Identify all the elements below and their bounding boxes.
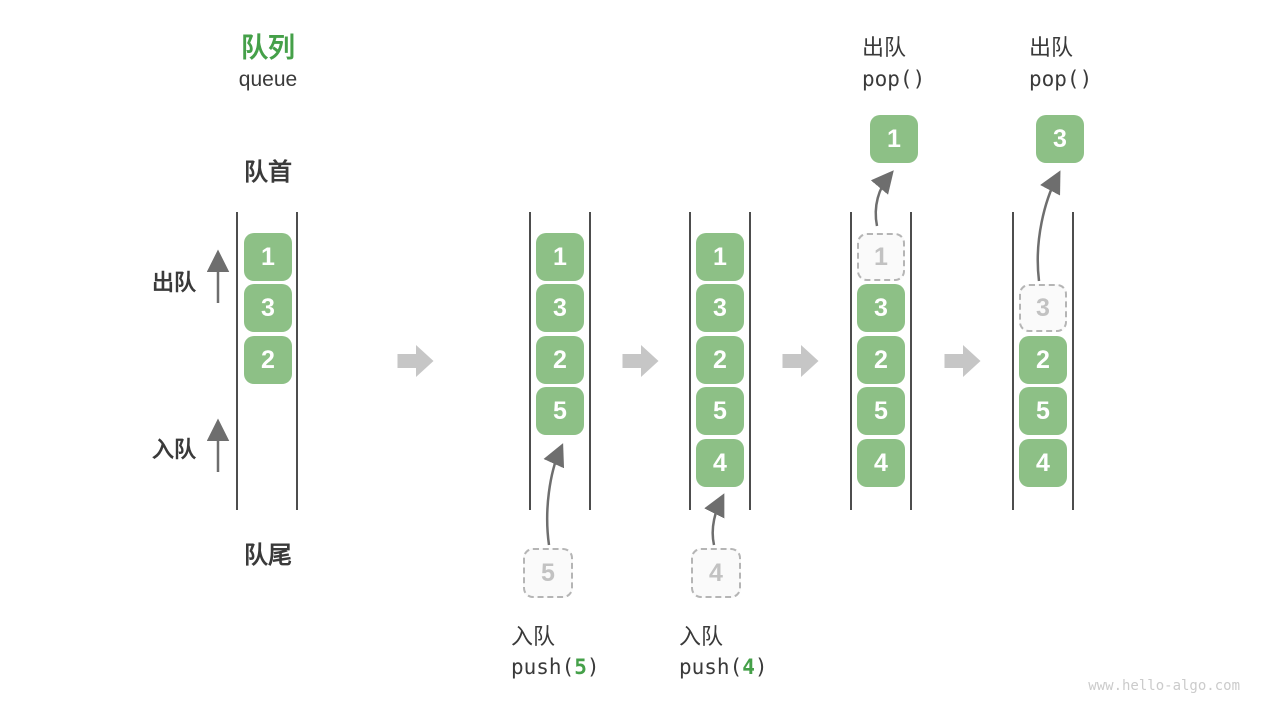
stage3-right-rail — [749, 212, 751, 510]
watermark: www.hello-algo.com — [1088, 678, 1240, 694]
push-fn-text: push( — [679, 655, 743, 679]
diagram-title-en: queue — [238, 68, 298, 91]
stage1-to-stage2-right-arrow-icon — [397, 345, 434, 377]
push-close-text: ) — [754, 655, 768, 679]
dequeue-side-label: 出队 — [152, 270, 197, 295]
push-close-text: ) — [586, 655, 600, 679]
stage5-ghost-cell: 3 — [1019, 284, 1067, 332]
stage5-right-rail — [1072, 212, 1074, 510]
stage2-pending-cell: 5 — [523, 548, 573, 598]
push4-curved-arrow-icon — [704, 493, 725, 546]
stage2-cell: 5 — [536, 387, 584, 435]
push-arg-text: 4 — [742, 655, 755, 679]
stage2-op-code: push(5) — [511, 655, 600, 679]
stage2-right-rail — [589, 212, 591, 510]
stage3-cell: 3 — [696, 284, 744, 332]
push5-curved-arrow-icon — [543, 443, 565, 546]
stage1-right-rail — [296, 212, 298, 510]
push-fn-text: push( — [511, 655, 575, 679]
stage3-cell: 2 — [696, 336, 744, 384]
stage4-op-label-zh: 出队 — [862, 35, 907, 60]
stage3-cell: 5 — [696, 387, 744, 435]
stage4-op-code: pop() — [862, 67, 926, 91]
stage1-cell: 1 — [244, 233, 292, 281]
stage5-op-label-zh: 出队 — [1029, 35, 1074, 60]
stage5-popped-cell: 3 — [1036, 115, 1084, 163]
stage5-cell: 4 — [1019, 439, 1067, 487]
stage5-cell: 5 — [1019, 387, 1067, 435]
stage4-cell: 5 — [857, 387, 905, 435]
push-arg-text: 5 — [574, 655, 587, 679]
stage1-cell: 3 — [244, 284, 292, 332]
stage4-ghost-cell: 1 — [857, 233, 905, 281]
stage4-popped-cell: 1 — [870, 115, 918, 163]
stage2-cell: 3 — [536, 284, 584, 332]
queue-front-label: 队首 — [244, 159, 292, 186]
diagram-title-zh: 队列 — [241, 33, 295, 63]
stage3-cell: 1 — [696, 233, 744, 281]
stage4-cell: 3 — [857, 284, 905, 332]
queue-rear-label: 队尾 — [244, 542, 292, 569]
stage3-left-rail — [689, 212, 691, 510]
stage2-to-stage3-right-arrow-icon — [622, 345, 659, 377]
stage4-cell: 2 — [857, 336, 905, 384]
stage4-to-stage5-right-arrow-icon — [944, 345, 981, 377]
stage3-op-code: push(4) — [679, 655, 768, 679]
stage2-cell: 2 — [536, 336, 584, 384]
stage5-op-code: pop() — [1029, 67, 1093, 91]
stage2-cell: 1 — [536, 233, 584, 281]
stage4-right-rail — [910, 212, 912, 510]
stage4-cell: 4 — [857, 439, 905, 487]
stage1-left-rail — [236, 212, 238, 510]
stage5-left-rail — [1012, 212, 1014, 510]
pop1-curved-arrow-icon — [870, 170, 894, 227]
stage2-left-rail — [529, 212, 531, 510]
stage5-cell: 2 — [1019, 336, 1067, 384]
stage2-op-label-zh: 入队 — [511, 624, 556, 649]
stage3-pending-cell: 4 — [691, 548, 741, 598]
stage1-cell: 2 — [244, 336, 292, 384]
stage3-to-stage4-right-arrow-icon — [782, 345, 819, 377]
stage3-cell: 4 — [696, 439, 744, 487]
pop3-curved-arrow-icon — [1036, 170, 1061, 282]
stage3-op-label-zh: 入队 — [679, 624, 724, 649]
enqueue-side-label: 入队 — [152, 437, 197, 462]
stage4-left-rail — [850, 212, 852, 510]
